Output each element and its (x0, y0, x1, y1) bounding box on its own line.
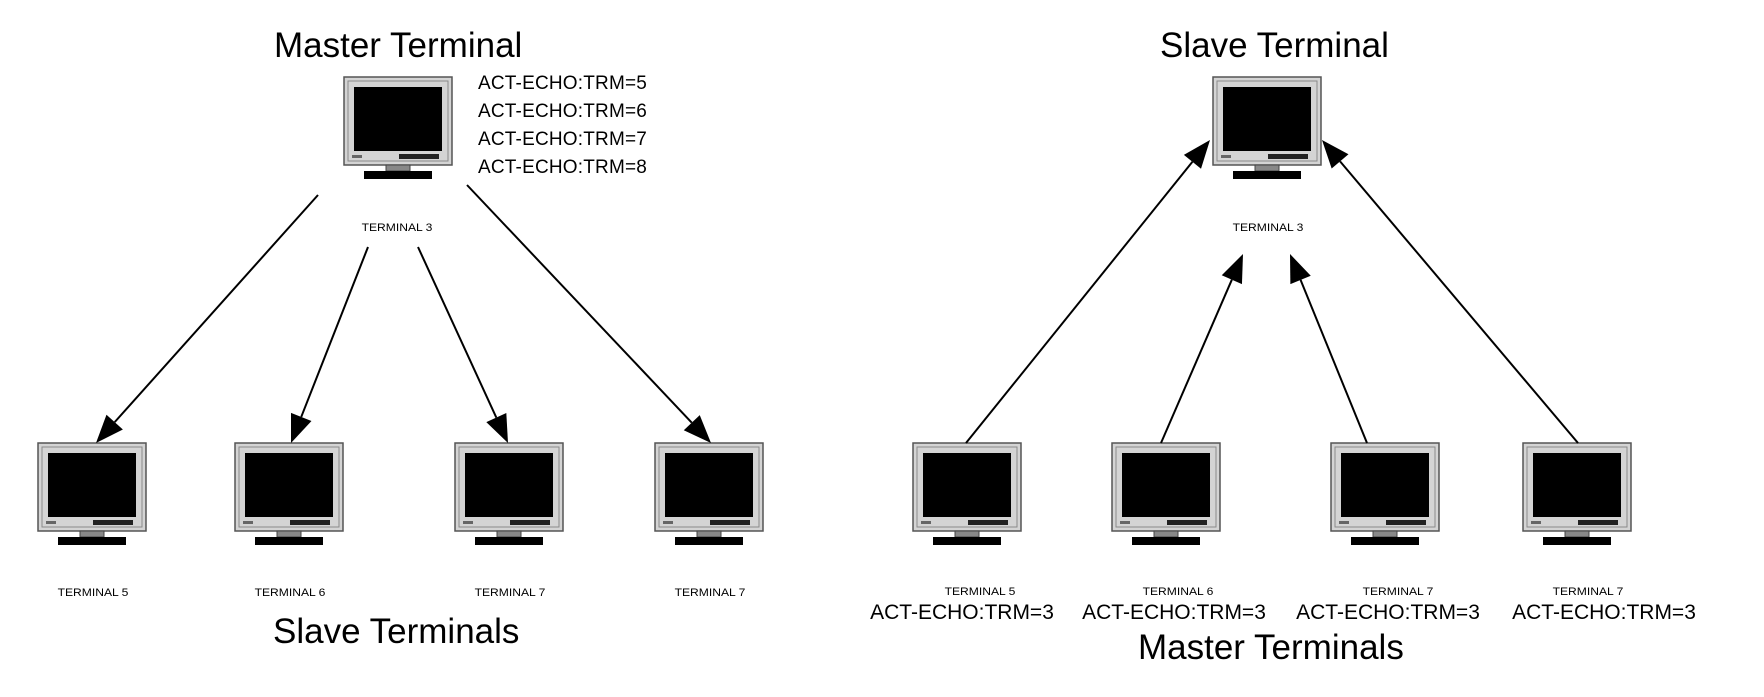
terminal-label: TERMINAL 7 (1552, 586, 1624, 598)
arrow-to-terminal-7b (466, 184, 711, 443)
slave-terminal-monitor (654, 442, 764, 546)
slave-terminal-monitor (1212, 76, 1322, 180)
terminal-label: TERMINAL 7 (1362, 586, 1434, 598)
command-line: ACT-ECHO:TRM=5 (478, 73, 648, 94)
terminal-label: TERMINAL 5 (57, 587, 129, 599)
terminal-label: TERMINAL 7 (674, 587, 746, 599)
slave-terminal-monitor (234, 442, 344, 546)
master-terminals-footer: Master Terminals (1138, 628, 1404, 667)
terminal-label: TERMINAL 3 (361, 222, 433, 234)
command-line: ACT-ECHO:TRM=3 (870, 601, 1054, 624)
command-line: ACT-ECHO:TRM=8 (478, 157, 648, 178)
master-terminal-monitor (1111, 442, 1221, 546)
master-terminal-monitor (1522, 442, 1632, 546)
arrow-to-terminal-5 (96, 194, 319, 443)
master-terminal-heading: Master Terminal (274, 26, 523, 65)
command-line: ACT-ECHO:TRM=3 (1512, 601, 1696, 624)
master-terminal-monitor (343, 76, 453, 180)
arrow-from-terminal-7 (1290, 254, 1368, 444)
arrow-to-terminal-6 (291, 246, 369, 443)
arrow-to-terminal-7 (417, 246, 508, 443)
terminal-label: TERMINAL 5 (944, 586, 1016, 598)
terminal-label: TERMINAL 3 (1232, 222, 1304, 234)
arrow-from-terminal-6 (1160, 254, 1243, 444)
command-line: ACT-ECHO:TRM=3 (1082, 601, 1266, 624)
terminal-label: TERMINAL 6 (254, 587, 326, 599)
slave-terminal-monitor (454, 442, 564, 546)
arrow-from-terminal-7b (1322, 140, 1579, 444)
slave-terminals-footer: Slave Terminals (273, 612, 520, 651)
command-line: ACT-ECHO:TRM=6 (478, 101, 648, 122)
arrow-from-terminal-5 (965, 140, 1210, 444)
terminal-label: TERMINAL 6 (1142, 586, 1214, 598)
master-terminal-monitor (912, 442, 1022, 546)
terminal-label: TERMINAL 7 (474, 587, 546, 599)
command-line: ACT-ECHO:TRM=7 (478, 129, 648, 150)
slave-terminal-heading: Slave Terminal (1160, 26, 1389, 65)
slave-terminal-monitor (37, 442, 147, 546)
command-line: ACT-ECHO:TRM=3 (1296, 601, 1480, 624)
master-terminal-monitor (1330, 442, 1440, 546)
